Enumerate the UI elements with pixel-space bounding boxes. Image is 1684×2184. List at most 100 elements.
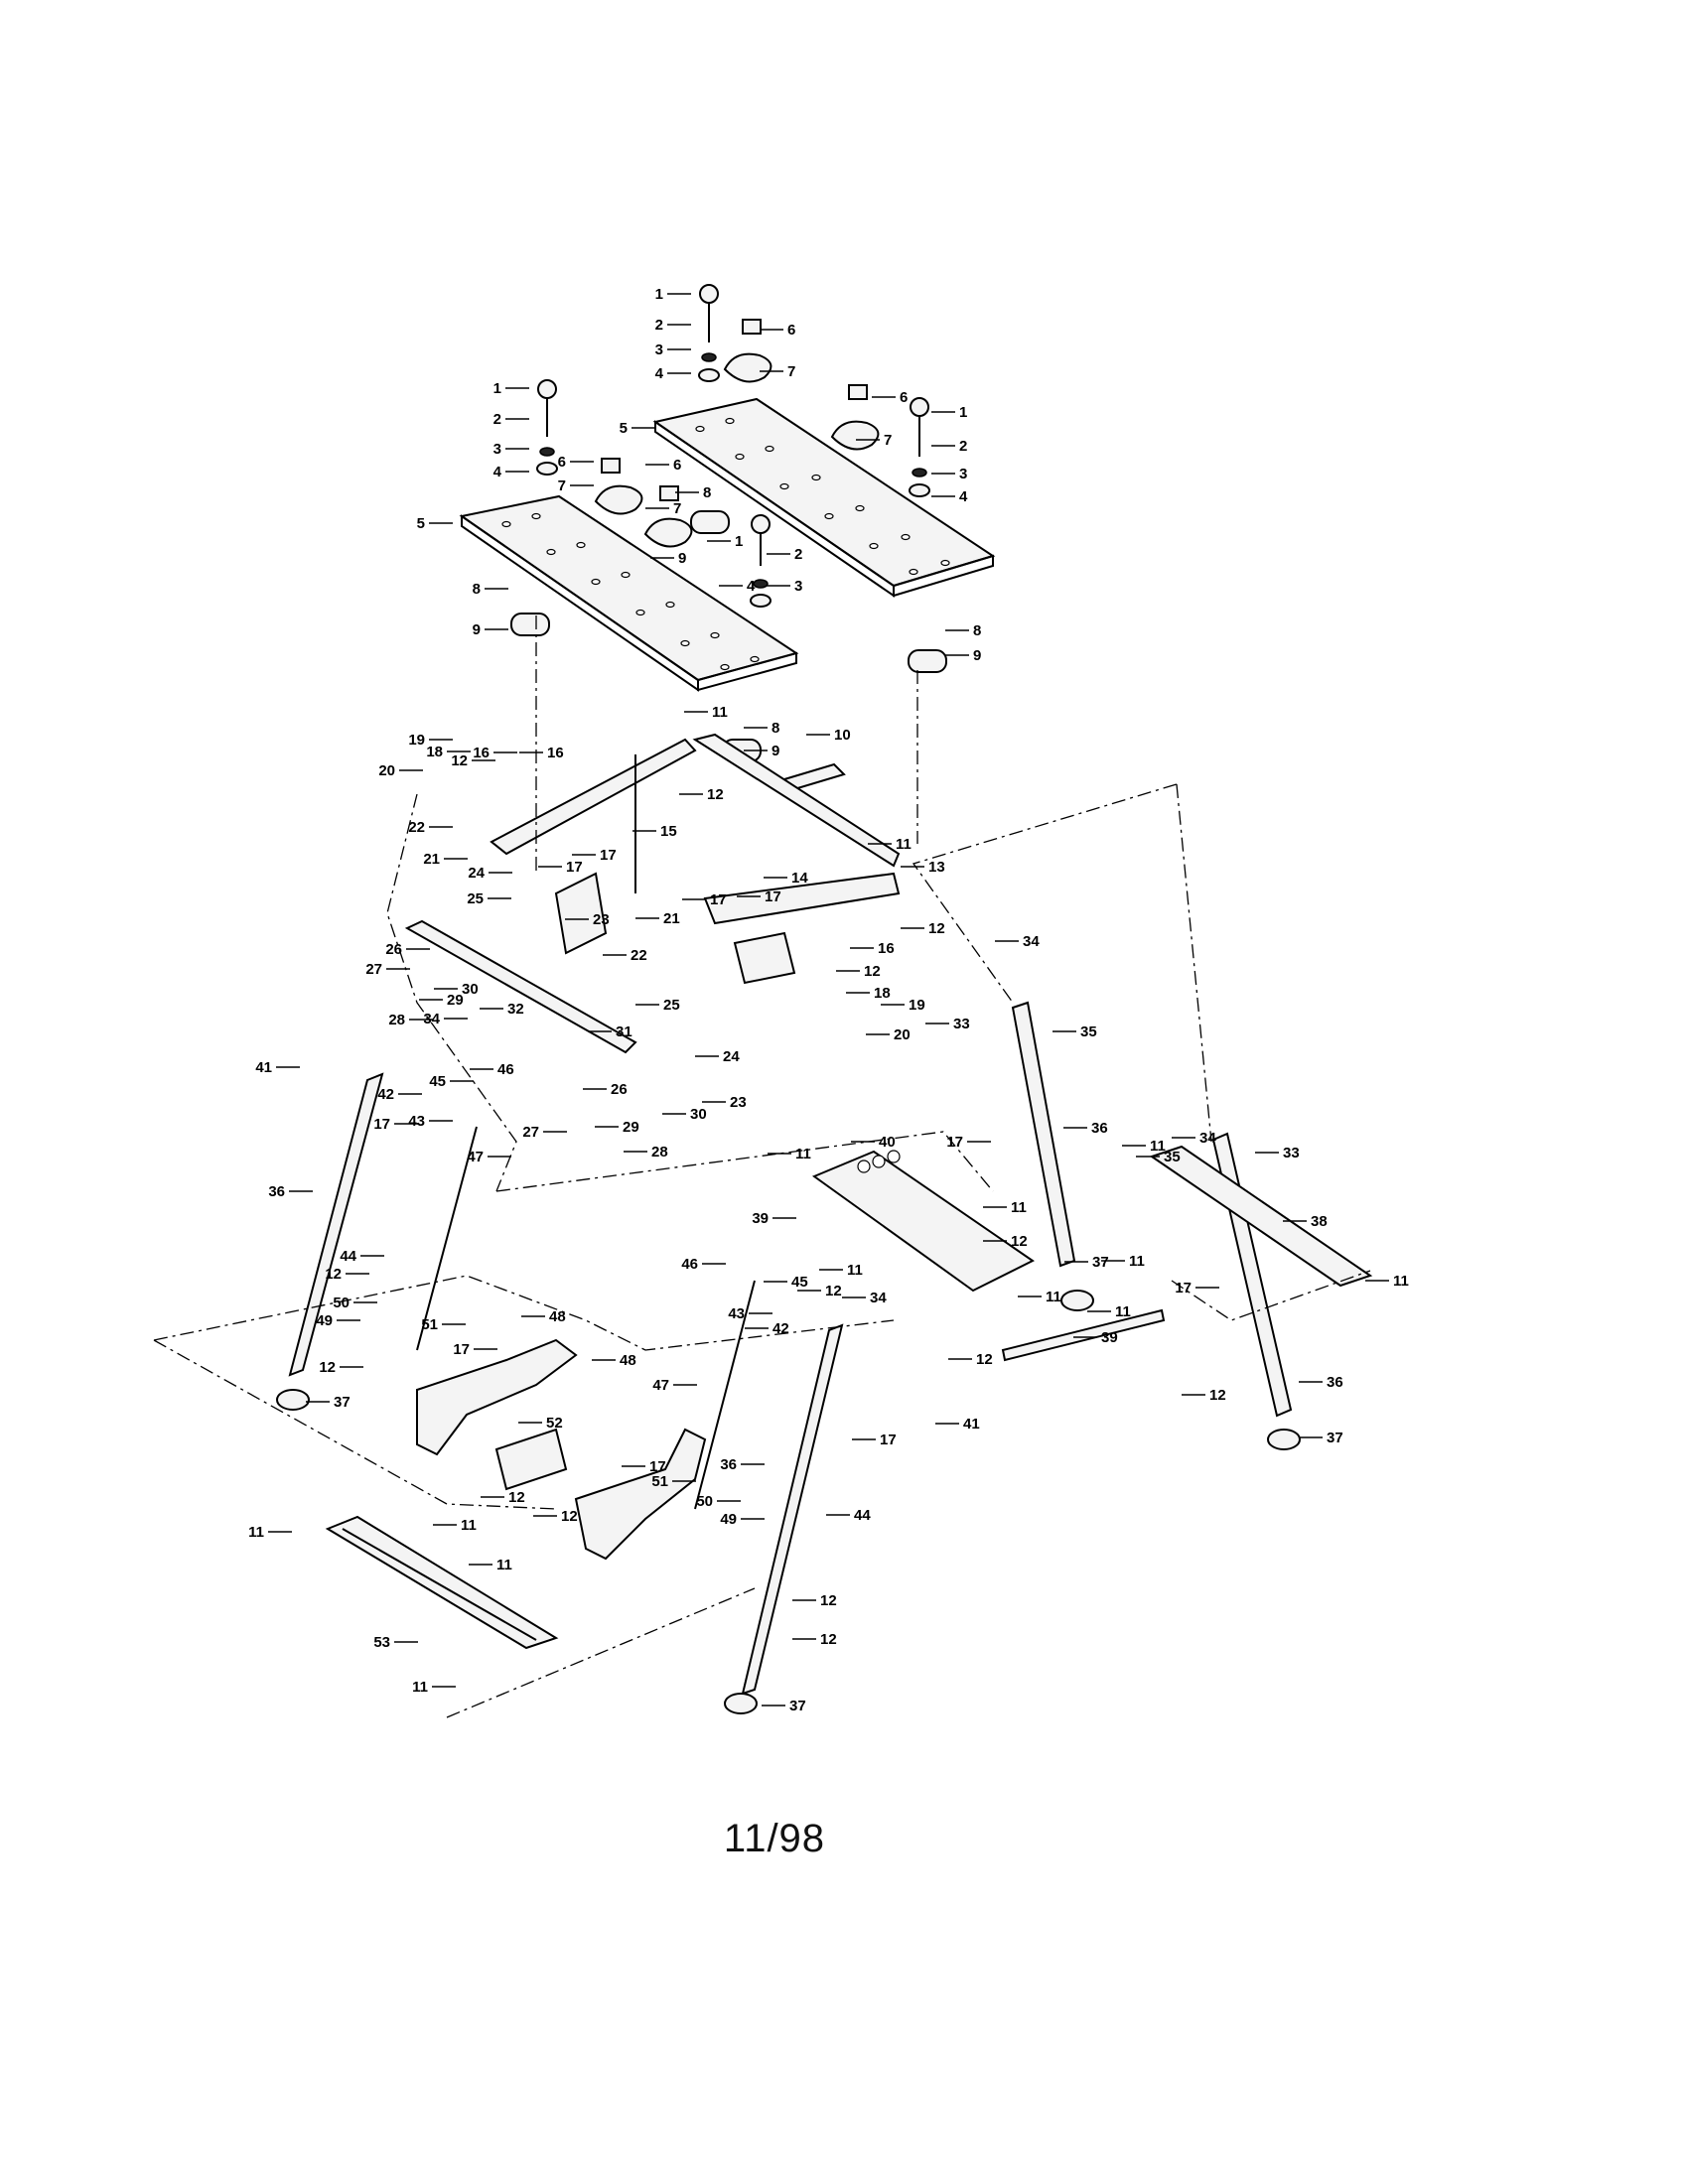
callout-11: 11 [248,1524,264,1541]
callout-23: 23 [593,911,610,928]
callout-6: 6 [558,454,566,471]
callout-33: 33 [1283,1145,1300,1161]
callout-40: 40 [879,1134,896,1151]
callout-1: 1 [959,404,967,421]
callout-2: 2 [959,438,967,455]
callout-16: 16 [878,940,895,957]
callout-49: 49 [720,1511,737,1528]
callout-17: 17 [373,1116,390,1133]
callout-19: 19 [909,997,925,1014]
callout-37: 37 [334,1394,351,1411]
callout-39: 39 [752,1210,769,1227]
side-tray [1149,1145,1373,1288]
callout-6: 6 [673,457,681,474]
callout-12: 12 [820,1592,837,1609]
date-stamp: 11/98 [723,1817,826,1860]
callout-20: 20 [894,1026,911,1043]
knob-hardware [536,284,930,608]
callout-25: 25 [663,997,680,1014]
callout-11: 11 [1129,1253,1145,1270]
callout-36: 36 [720,1456,737,1473]
storage-shelf [325,1515,559,1650]
callout-11: 11 [795,1146,811,1162]
accessory-tray [811,1150,1035,1293]
callout-9: 9 [772,743,779,759]
callout-16: 16 [547,745,564,761]
callout-23: 23 [730,1094,747,1111]
callout-37: 37 [1092,1254,1109,1271]
callout-39: 39 [1101,1329,1118,1346]
callout-36: 36 [1327,1374,1343,1391]
callout-27: 27 [522,1124,539,1141]
callout-34: 34 [870,1290,887,1306]
callout-32: 32 [507,1001,524,1018]
callout-50: 50 [696,1493,713,1510]
callout-12: 12 [820,1631,837,1648]
callout-41: 41 [963,1416,980,1433]
callout-12: 12 [864,963,881,980]
callout-26: 26 [385,941,402,958]
callout-48: 48 [549,1308,566,1325]
callout-16: 16 [473,745,490,761]
callout-37: 37 [1327,1430,1343,1446]
callout-5: 5 [417,515,425,532]
callout-12: 12 [825,1283,842,1299]
swivel-pegs [594,319,880,548]
callout-20: 20 [378,762,395,779]
callout-14: 14 [791,870,808,887]
callout-11: 11 [1393,1273,1409,1290]
callout-18: 18 [874,985,891,1002]
callout-12: 12 [928,920,945,937]
callout-28: 28 [651,1144,668,1160]
callout-12: 12 [1209,1387,1226,1404]
callout-17: 17 [453,1341,470,1358]
callout-3: 3 [959,466,967,482]
callout-2: 2 [794,546,802,563]
callout-7: 7 [884,432,892,449]
callout-31: 31 [616,1024,632,1040]
callout-11: 11 [712,704,728,721]
callout-8: 8 [473,581,481,598]
callout-33: 33 [953,1016,970,1032]
callout-12: 12 [325,1266,342,1283]
callout-37: 37 [789,1698,806,1714]
callout-45: 45 [429,1073,446,1090]
callout-17: 17 [649,1458,666,1475]
callout-2: 2 [493,411,501,428]
callout-11: 11 [1011,1199,1027,1216]
front-table-top [459,494,799,692]
callout-8: 8 [703,484,711,501]
leader-lines [268,293,1389,1706]
callout-2: 2 [655,317,663,334]
callout-12: 12 [1011,1233,1028,1250]
callout-8: 8 [973,622,981,639]
callout-42: 42 [377,1086,394,1103]
callout-43: 43 [408,1113,425,1130]
callout-42: 42 [772,1320,789,1337]
callout-7: 7 [558,478,566,494]
callout-44: 44 [340,1248,356,1265]
callout-51: 51 [421,1316,438,1333]
callout-17: 17 [710,891,727,908]
callout-34: 34 [1023,933,1040,950]
callout-19: 19 [408,732,425,749]
callout-10: 10 [834,727,851,744]
bumpers [510,510,947,791]
callout-41: 41 [255,1059,272,1076]
callout-1: 1 [655,286,663,303]
callout-11: 11 [1150,1138,1166,1155]
foot-pedals [416,1338,707,1561]
callout-38: 38 [1311,1213,1328,1230]
callout-50: 50 [333,1295,350,1311]
callout-1: 1 [493,380,501,397]
callout-1: 1 [735,533,743,550]
callout-34: 34 [423,1011,440,1027]
callout-11: 11 [896,836,912,853]
callout-12: 12 [319,1359,336,1376]
callout-5: 5 [620,420,628,437]
callout-12: 12 [561,1508,578,1525]
callout-29: 29 [623,1119,639,1136]
callout-12: 12 [451,752,468,769]
